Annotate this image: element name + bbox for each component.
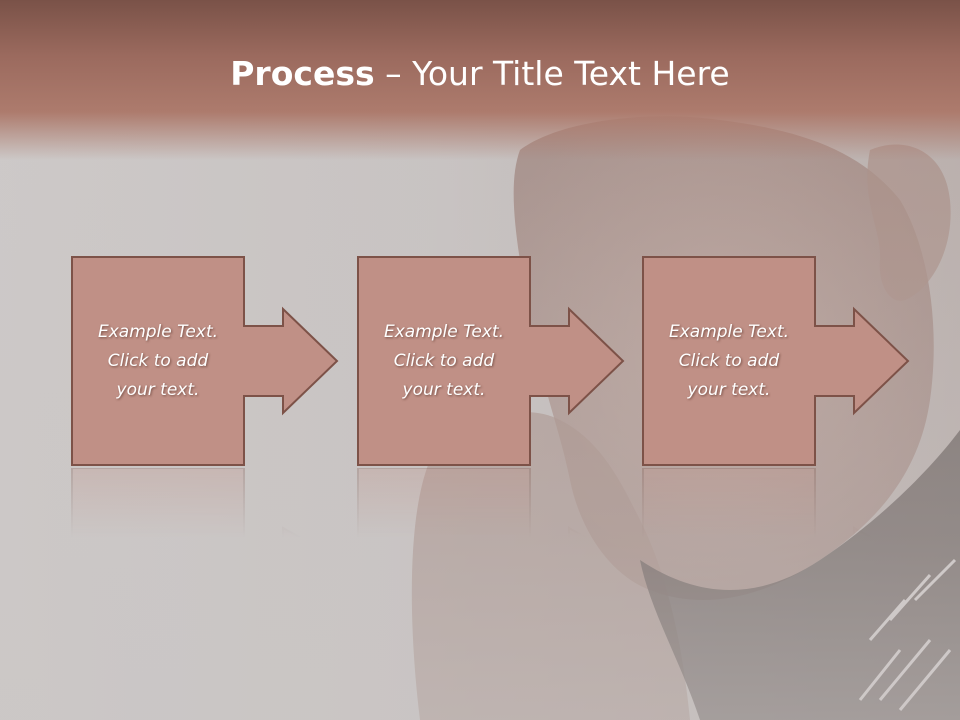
step-reflection-3 — [642, 468, 875, 538]
slide-title[interactable]: Process – Your Title Text Here — [0, 52, 960, 96]
process-step-2[interactable]: Example Text. Click to add your text. — [357, 256, 625, 466]
step-reflection-1 — [71, 468, 304, 538]
process-step-1[interactable]: Example Text. Click to add your text. — [71, 256, 339, 466]
title-rest: – Your Title Text Here — [374, 54, 730, 93]
step-reflection-2 — [357, 468, 590, 538]
process-step-3[interactable]: Example Text. Click to add your text. — [642, 256, 910, 466]
step-text[interactable]: Example Text. Click to add your text. — [71, 256, 245, 466]
arrow-box-shape — [357, 256, 625, 466]
step-line-2: Click to add — [393, 350, 495, 371]
step-line-1: Example Text. — [383, 321, 505, 342]
step-line-1: Example Text. — [97, 321, 219, 342]
title-bold: Process — [230, 54, 375, 93]
arrow-box-shape — [642, 256, 910, 466]
step-line-3: your text. — [116, 379, 200, 400]
step-text[interactable]: Example Text. Click to add your text. — [642, 256, 816, 466]
arrow-box-shape — [71, 256, 339, 466]
title-band — [0, 0, 960, 160]
step-line-2: Click to add — [107, 350, 209, 371]
step-line-2: Click to add — [678, 350, 780, 371]
step-line-1: Example Text. — [668, 321, 790, 342]
step-text[interactable]: Example Text. Click to add your text. — [357, 256, 531, 466]
step-line-3: your text. — [687, 379, 771, 400]
step-line-3: your text. — [402, 379, 486, 400]
